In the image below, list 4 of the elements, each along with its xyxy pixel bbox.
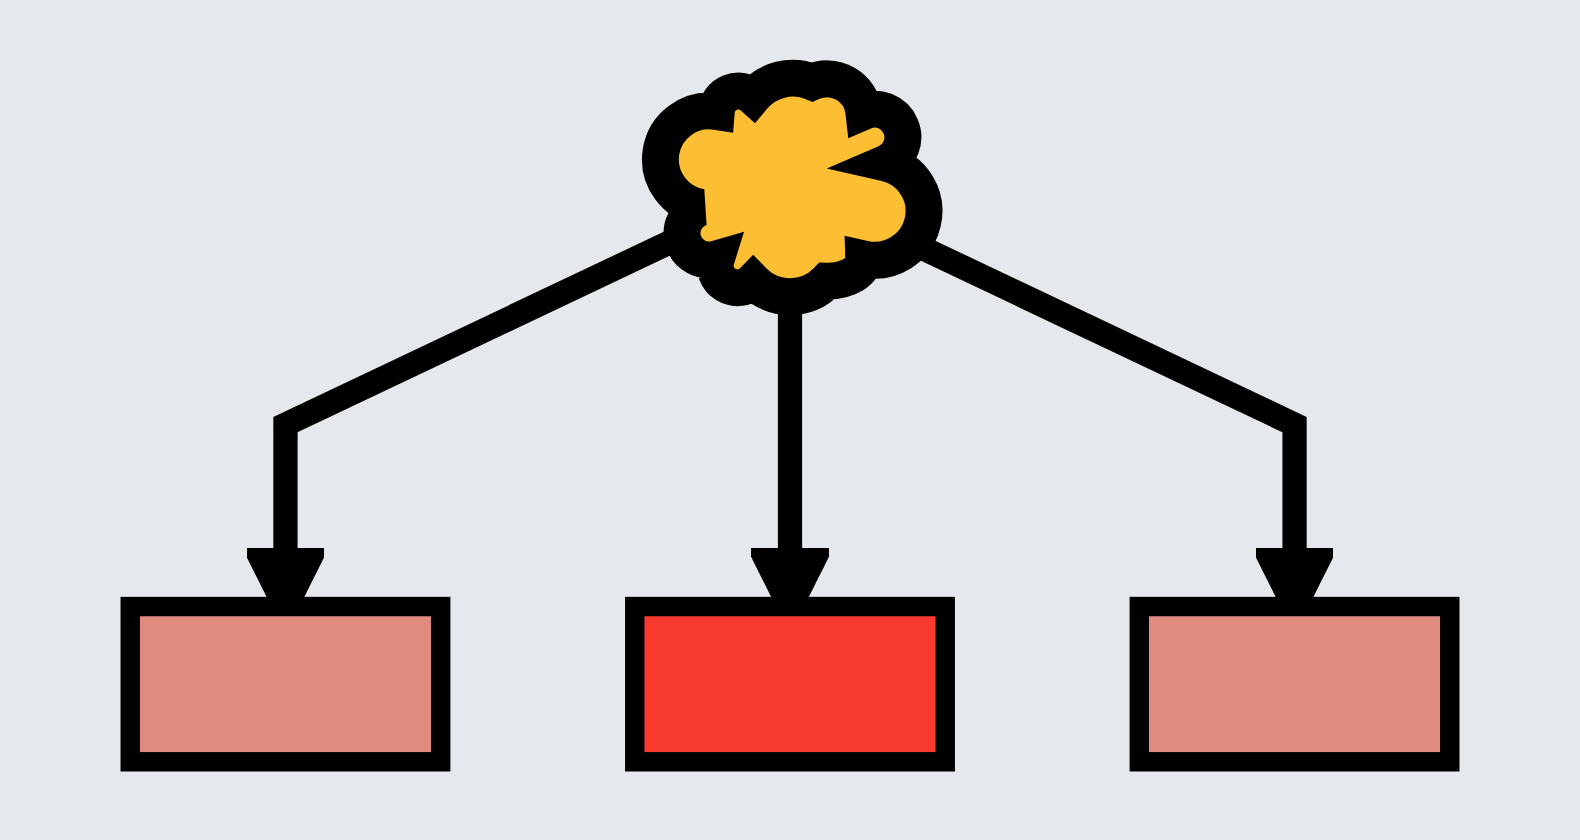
node-box (625, 596, 955, 772)
node-cloud (642, 59, 943, 315)
node-box (1129, 596, 1460, 772)
node-box (120, 596, 451, 772)
